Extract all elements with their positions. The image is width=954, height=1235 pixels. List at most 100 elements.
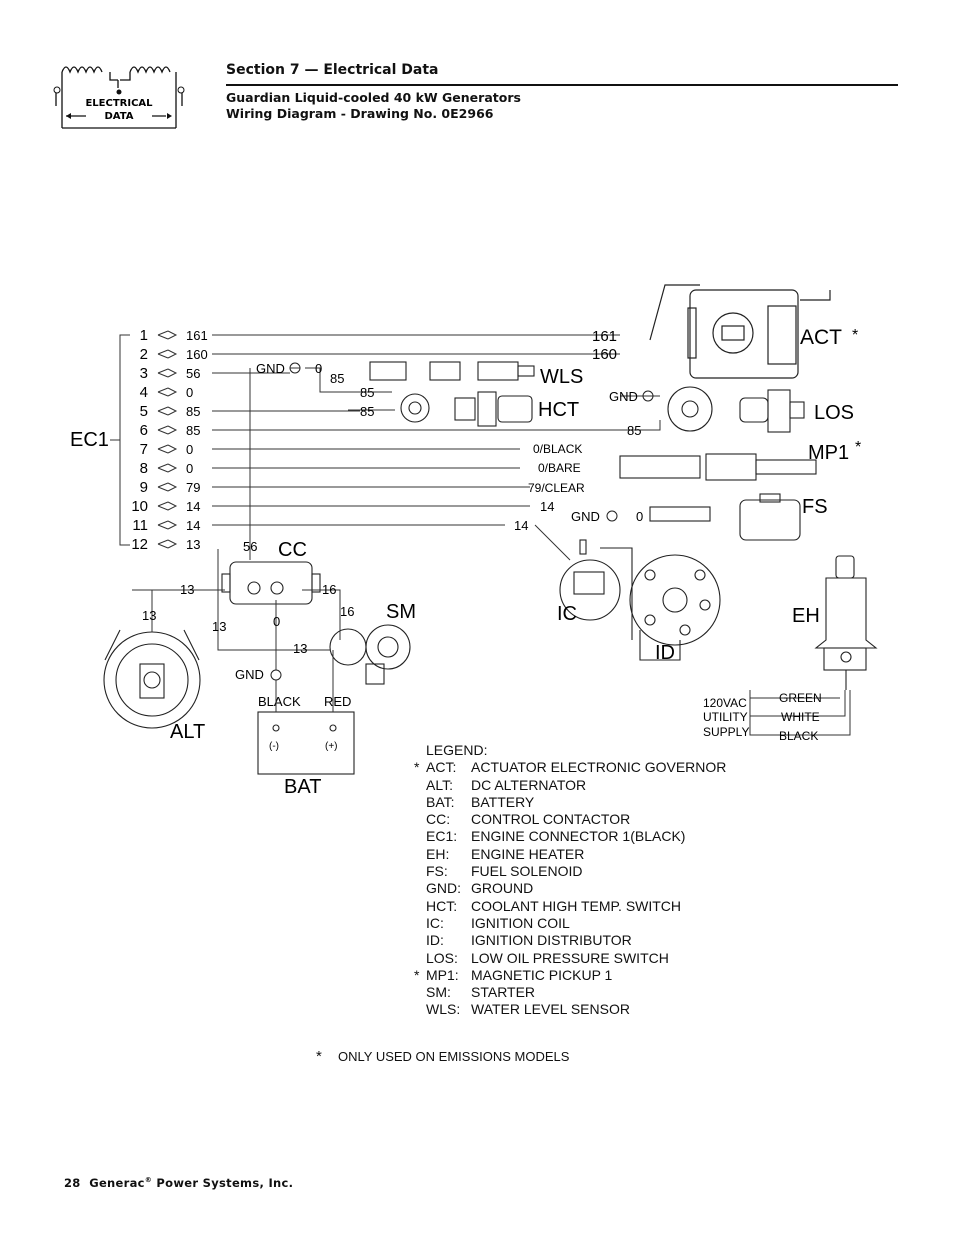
legend-code: WLS: [426, 1001, 461, 1018]
section-title: Section 7 — Electrical Data [226, 62, 439, 78]
legend-item: ID:IGNITION DISTRIBUTOR [414, 932, 726, 949]
legend-code: BAT: [426, 793, 455, 810]
legend-code: ALT: [426, 776, 453, 793]
legend-item: LOS: LOW OIL PRESSURE SWITCH [414, 950, 726, 967]
note-text: ONLY USED ON EMISSIONS MODELS [338, 1049, 570, 1064]
company-name: Generac [89, 1176, 145, 1190]
eh-wire-white: WHITE [781, 710, 820, 724]
cc-wire-13: 13 [180, 582, 194, 597]
legend-item: ALT:DC ALTERNATOR [414, 777, 726, 794]
ec1-wire-number: 161 [186, 328, 208, 343]
fuel-solenoid-component [649, 493, 801, 541]
gnd-symbol-bat [270, 669, 282, 681]
legend-star [414, 950, 426, 967]
legend-star [414, 794, 426, 811]
ic-label: IC [557, 603, 577, 625]
water-level-sensor-component [369, 361, 535, 381]
ec1-label: EC1 [70, 429, 109, 451]
ec1-pin-terminal [157, 482, 178, 492]
gnd-label-los: GND [609, 389, 638, 404]
ic-wire-14: 14 [514, 518, 528, 533]
legend-desc: COOLANT HIGH TEMP. SWITCH [471, 897, 682, 914]
ec1-wire-number: 0 [186, 385, 193, 400]
legend-star [414, 1001, 426, 1018]
legend-code: HCT: [426, 897, 458, 914]
control-contactor-component [221, 561, 321, 605]
engine-heater-component [814, 555, 878, 690]
mp1-star: * [855, 439, 861, 456]
legend-desc: LOW OIL PRESSURE SWITCH [471, 949, 669, 966]
wls-wire-85: 85 [330, 371, 344, 386]
ec1-pin-4: 4 [140, 384, 148, 401]
eh-label: EH [792, 605, 820, 627]
hct-wire-85a: 85 [360, 385, 374, 400]
legend-item: BAT:BATTERY [414, 794, 726, 811]
legend-star [414, 828, 426, 845]
ec1-wire-number: 14 [186, 518, 200, 533]
ec1-pin-1: 1 [140, 327, 148, 344]
legend-desc: WATER LEVEL SENSOR [471, 1001, 630, 1018]
act-star: * [852, 327, 858, 344]
gnd-label-fs: GND [571, 509, 600, 524]
header-rule [226, 84, 898, 86]
black-cable-label: BLACK [258, 694, 301, 709]
red-cable-label: RED [324, 694, 351, 709]
gnd-symbol-fs [606, 510, 618, 522]
eh-wire-black: BLACK [779, 729, 818, 743]
act-wire-161: 161 [592, 328, 617, 345]
ec1-pin-7: 7 [140, 441, 148, 458]
ec1-bracket [110, 334, 130, 546]
bat-neg: (-) [269, 741, 279, 752]
legend-title: LEGEND: [426, 742, 488, 758]
legend-desc: ENGINE HEATER [471, 845, 585, 862]
legend-code: CC: [426, 811, 451, 828]
legend-star [414, 932, 426, 949]
ec1-wire-number: 79 [186, 480, 200, 495]
ec1-pin-terminal [157, 368, 178, 378]
legend-item: IC:IGNITION COIL [414, 915, 726, 932]
legend-item: EH:ENGINE HEATER [414, 846, 726, 863]
id-label: ID [655, 642, 675, 664]
logo-text-data: DATA [104, 111, 133, 122]
legend-desc: STARTER [471, 984, 536, 1001]
subtitle-model: Guardian Liquid-cooled 40 kW Generators [226, 90, 521, 105]
ec1-wire-number: 0 [186, 442, 193, 457]
legend-item: EC1:ENGINE CONNECTOR 1(BLACK) [414, 828, 726, 845]
starter-component [329, 624, 411, 685]
utility-label-3: SUPPLY [703, 725, 749, 739]
legend-item: FS:FUEL SOLENOID [414, 863, 726, 880]
legend-star [414, 811, 426, 828]
bat-label: BAT [284, 776, 321, 798]
company-suffix: Power Systems, Inc. [152, 1176, 294, 1190]
act-label: ACT [800, 326, 842, 349]
gnd-symbol-wls [289, 362, 301, 374]
hct-wire-85b: 85 [360, 404, 374, 419]
wls-wire-0: 0 [315, 361, 322, 376]
ec1-pin-3: 3 [140, 365, 148, 382]
legend-item: *MP1:MAGNETIC PICKUP 1 [414, 967, 726, 984]
ec1-pin-5: 5 [140, 403, 148, 420]
alt-label: ALT [170, 721, 205, 743]
alt-wire-13: 13 [142, 608, 156, 623]
legend-code: LOS: [426, 949, 458, 966]
legend-star: * [414, 759, 420, 776]
page-number: 28 [64, 1176, 81, 1190]
ec1-pin-terminal [157, 349, 178, 359]
page-header: Section 7 — Electrical Data Guardian Liq… [226, 62, 898, 122]
utility-label-1: 120VAC [703, 696, 747, 710]
legend-item: CC:CONTROL CONTACTOR [414, 811, 726, 828]
cc-wire-16: 16 [322, 582, 336, 597]
ignition-coil-component [559, 539, 621, 621]
legend-star: * [414, 966, 420, 983]
ec1-pin-2: 2 [140, 346, 148, 363]
sm-wire-13: 13 [293, 641, 307, 656]
cc-wire-13b: 13 [212, 619, 226, 634]
ec1-pin-terminal [157, 539, 178, 549]
ec1-wire-number: 85 [186, 423, 200, 438]
cc-wire-0: 0 [273, 614, 280, 629]
ec1-pin-terminal [157, 330, 178, 340]
legend-desc: ENGINE CONNECTOR 1(BLACK) [471, 828, 686, 845]
emissions-note: *ONLY USED ON EMISSIONS MODELS [316, 1048, 569, 1065]
legend-code: ID: [426, 932, 444, 949]
